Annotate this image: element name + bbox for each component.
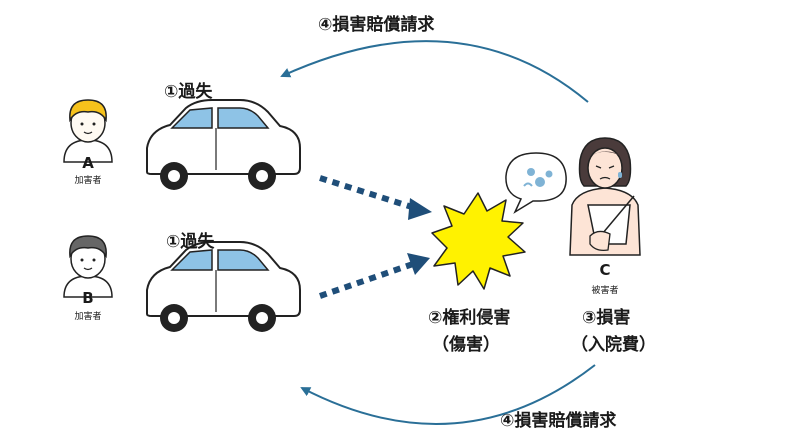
person-a-role: 加害者	[74, 174, 101, 186]
negligence-label-a: ①過失	[164, 81, 213, 102]
claim-arrow-top	[280, 40, 589, 103]
person-b-avatar	[63, 235, 113, 298]
person-b-role: 加害者	[74, 310, 101, 322]
negligence-label-b: ①過失	[166, 231, 215, 252]
pain-speech-bubble	[505, 152, 567, 214]
person-b-letter: B	[82, 289, 93, 307]
person-c-role: 被害者	[591, 284, 618, 296]
damage-label: ③損害	[582, 307, 630, 328]
injured-person-c	[569, 137, 641, 256]
person-a-avatar	[63, 99, 113, 163]
car-b	[146, 241, 301, 332]
dotted-arrow-a	[319, 175, 432, 220]
claim-label-bottom: ④損害賠償請求	[500, 410, 616, 431]
infringement-label: ②権利侵害	[428, 307, 510, 328]
person-a-letter: A	[82, 154, 94, 172]
car-a	[146, 99, 301, 190]
dotted-arrow-b	[319, 253, 430, 299]
hospital-cost-label: （入院費）	[571, 334, 656, 355]
person-c-letter: C	[599, 261, 610, 279]
claim-label-top: ④損害賠償請求	[318, 14, 434, 35]
injury-label: （傷害）	[432, 334, 500, 355]
collision-burst-icon	[431, 192, 526, 290]
claim-arrow-bottom	[300, 364, 596, 425]
